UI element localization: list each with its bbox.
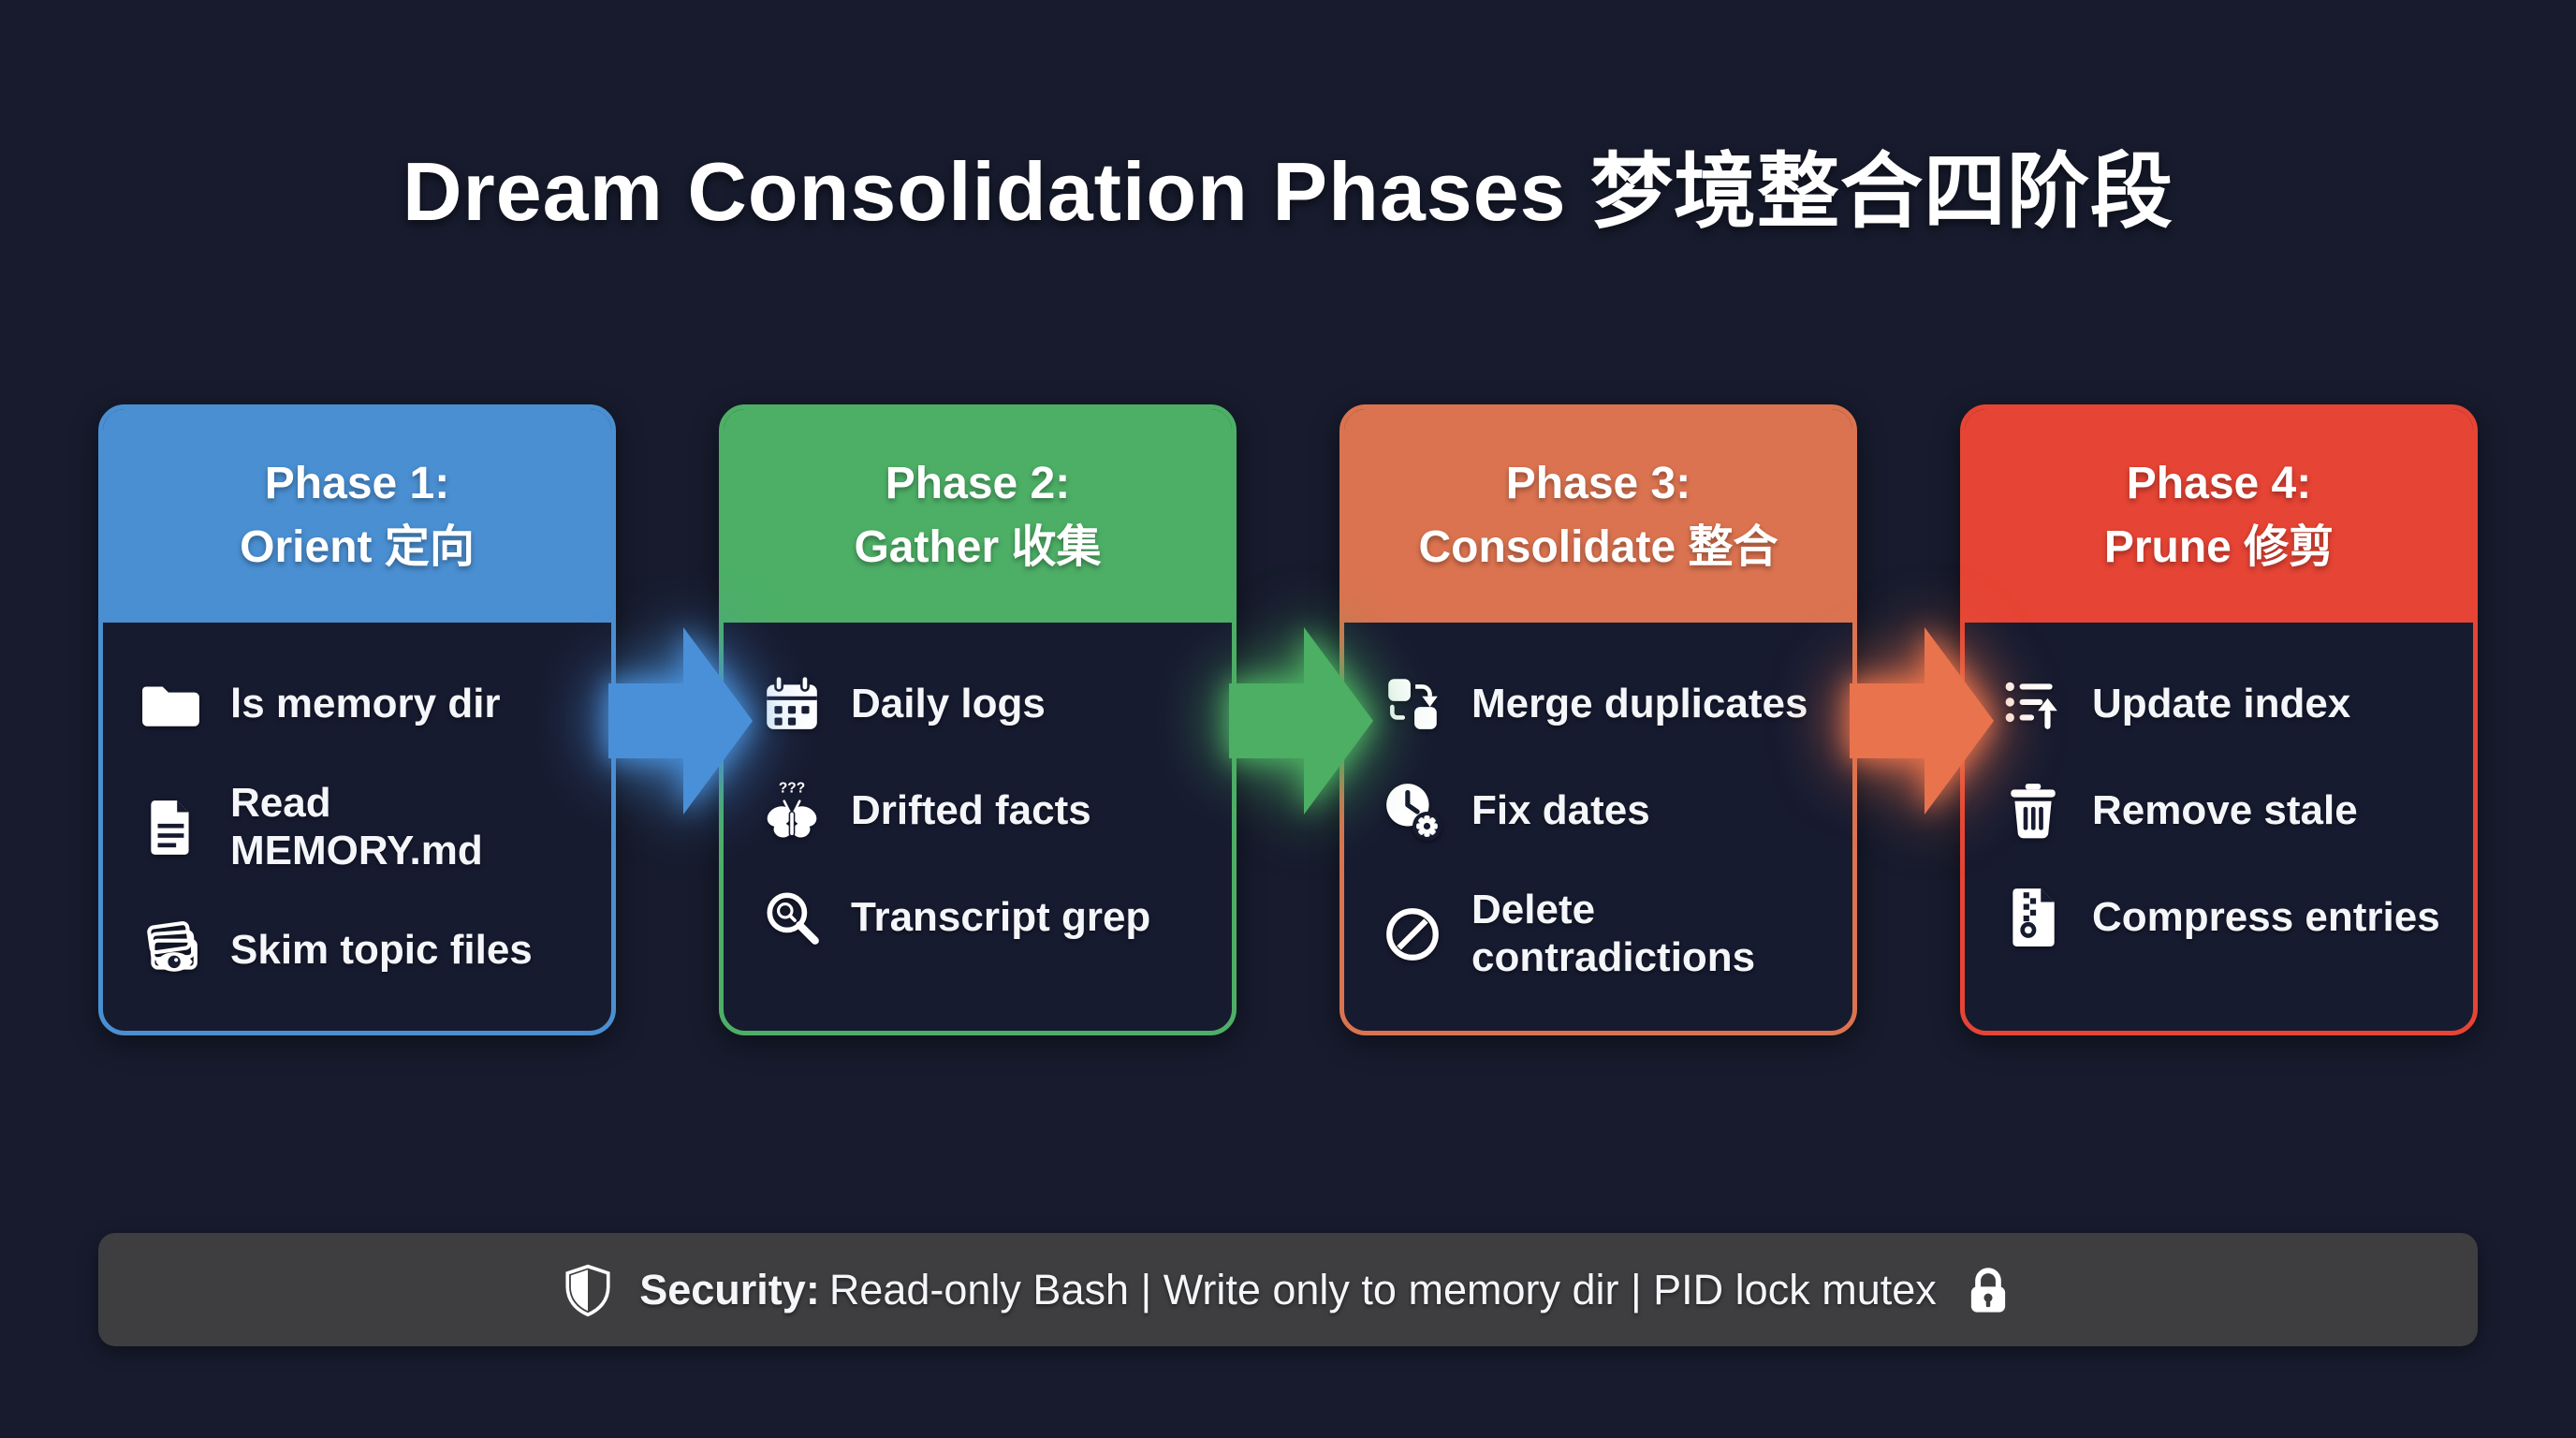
item-label: Delete contradictions [1471,887,1756,980]
zip-file-icon [2002,887,2064,948]
list-item: Transcript grep [761,887,1200,948]
calendar-icon [761,673,823,735]
lock-icon [1961,1263,2015,1317]
item-label: Transcript grep [851,893,1151,940]
prohibited-icon [1382,903,1443,965]
trash-icon [2002,780,2064,842]
phase-card-phase-2: Phase 2: Gather 收集 Daily logs??? Drifted fa… [719,404,1237,1035]
list-item: Daily logs [761,673,1200,735]
phase-header: Phase 4: Prune 修剪 [1965,409,2473,623]
list-item: Remove stale [2002,780,2441,842]
item-label: ls memory dir [230,680,501,726]
security-text-line: Security:Read-only Bash | Write only to … [639,1266,1937,1314]
phase-title-line2: Prune 修剪 [2103,522,2334,572]
phase-connector [608,404,753,1035]
list-item: ??? Drifted facts [761,780,1200,842]
search-icon [761,887,823,948]
phase-header: Phase 2: Gather 收集 [724,409,1232,623]
list-item: ls memory dir [140,673,579,735]
phase-title-line1: Phase 1: [264,458,450,508]
clock-gear-icon [1382,780,1443,842]
arrow-right-icon [608,627,753,814]
list-item: Delete contradictions [1382,887,1821,981]
list-item: Read MEMORY.md [140,780,579,874]
list-item: Skim topic files [140,919,579,981]
list-item: Compress entries [2002,887,2441,948]
shield-icon [561,1263,615,1317]
item-label: Compress entries [2092,893,2440,940]
security-bar: Security:Read-only Bash | Write only to … [98,1233,2478,1346]
arrow-right-icon [1850,627,1994,814]
merge-icon [1382,673,1443,735]
phase-connector [1850,404,1994,1035]
security-text: Read-only Bash | Write only to memory di… [828,1265,1937,1313]
list-item: Merge duplicates [1382,673,1821,735]
folder-icon [140,673,202,735]
list-item: Update index [2002,673,2441,735]
item-label: Skim topic files [230,926,533,973]
butterfly-question-icon: ??? [761,780,823,842]
phase-title-line2: Consolidate 整合 [1418,522,1778,572]
list-arrow-up-icon [2002,673,2064,735]
phase-title-line2: Gather 收集 [854,522,1102,572]
item-label: Merge duplicates [1471,680,1808,726]
phase-title-line1: Phase 2: [885,458,1071,508]
phase-header: Phase 3: Consolidate 整合 [1344,409,1852,623]
phase-connector [1229,404,1373,1035]
item-label: Update index [2092,680,2351,726]
file-lines-icon [140,797,202,858]
phase-header: Phase 1: Orient 定向 [103,409,611,623]
list-item: Fix dates [1382,780,1821,842]
files-eye-icon [140,919,202,981]
item-label: Fix dates [1471,786,1650,833]
item-label: Remove stale [2092,786,2358,833]
security-label: Security: [639,1265,820,1313]
phase-title-line1: Phase 3: [1505,458,1691,508]
svg-text:???: ??? [779,780,805,796]
page-title: Dream Consolidation Phases 梦境整合四阶段 [402,145,2174,238]
item-label: Read MEMORY.md [230,780,483,873]
item-label: Daily logs [851,680,1046,726]
phase-title-line1: Phase 4: [2126,458,2312,508]
arrow-right-icon [1229,627,1373,814]
phase-title-line2: Orient 定向 [240,522,475,572]
item-label: Drifted facts [851,786,1091,833]
